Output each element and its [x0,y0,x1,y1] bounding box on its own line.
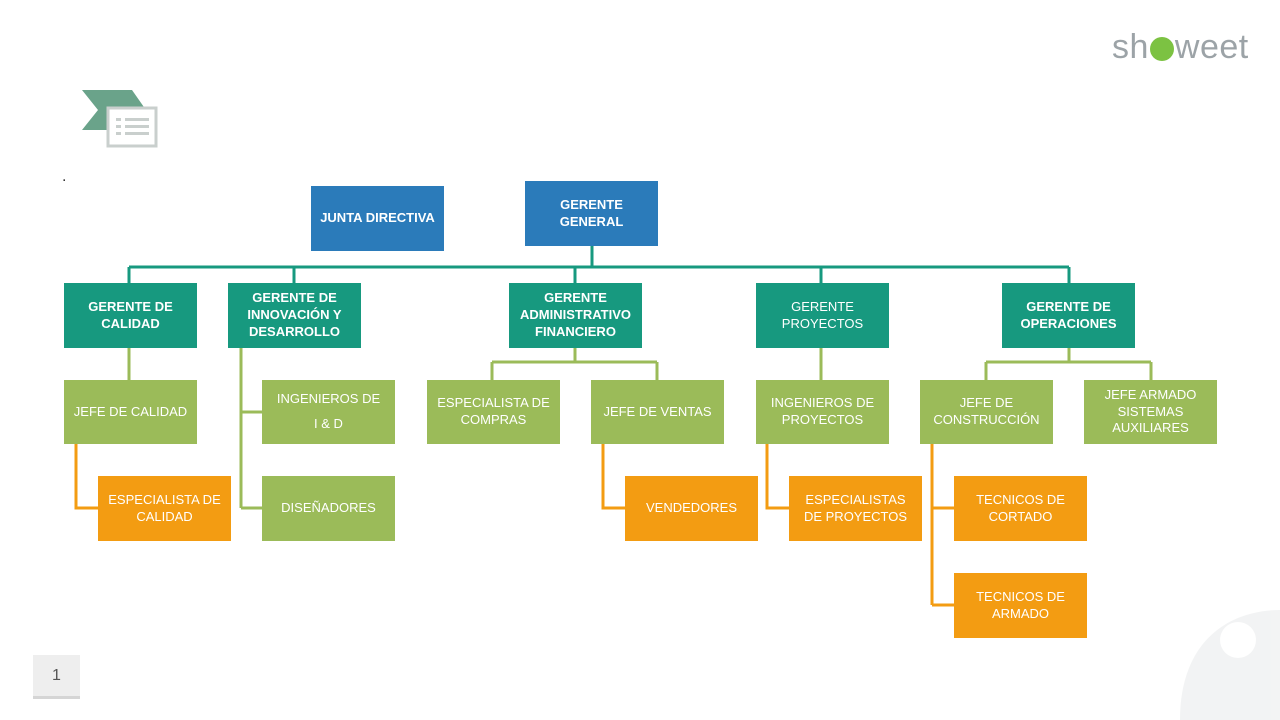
logo-text-left: sh [1112,28,1149,66]
node-gerente-general: GERENTE GENERAL [525,181,658,246]
logo-text-right: weet [1174,28,1249,66]
node-jefe-calidad: JEFE DE CALIDAD [64,380,197,444]
node-vendedores: VENDEDORES [625,476,758,541]
node-especialista-calidad: ESPECIALISTA DE CALIDAD [98,476,231,541]
node-tecnicos-armado: TECNICOS DE ARMADO [954,573,1087,638]
node-tecnicos-cortado: TECNICOS DE CORTADO [954,476,1087,541]
node-gerente-proyectos: GERENTE PROYECTOS [756,283,889,348]
node-ingenieros-proyectos: INGENIEROS DE PROYECTOS [756,380,889,444]
list-document-icon [82,90,158,148]
page-number: 1 [33,655,80,699]
brand-watermark-icon [1180,610,1280,720]
node-ingenieros-id: INGENIEROS DE I & D [262,380,395,444]
node-gerente-innovacion: GERENTE DE INNOVACIÓN Y DESARROLLO [228,283,361,348]
node-junta-directiva: JUNTA DIRECTIVA [311,186,444,251]
node-jefe-construccion: JEFE DE CONSTRUCCIÓN [920,380,1053,444]
leaf-o-icon [1149,37,1174,61]
ingenieros-id-line2: I & D [314,416,343,431]
node-especialista-compras: ESPECIALISTA DE COMPRAS [427,380,560,444]
node-gerente-operaciones: GERENTE DE OPERACIONES [1002,283,1135,348]
node-disenadores: DISEÑADORES [262,476,395,541]
ingenieros-id-line1: INGENIEROS DE [276,391,381,407]
node-especialistas-proyectos: ESPECIALISTAS DE PROYECTOS [789,476,922,541]
node-gerente-calidad: GERENTE DE CALIDAD [64,283,197,348]
bullet-dot: . [62,168,67,185]
node-gerente-administrativo: GERENTE ADMINISTRATIVO FINANCIERO [509,283,642,348]
node-jefe-armado: JEFE ARMADO SISTEMAS AUXILIARES [1084,380,1217,444]
node-jefe-ventas: JEFE DE VENTAS [591,380,724,444]
